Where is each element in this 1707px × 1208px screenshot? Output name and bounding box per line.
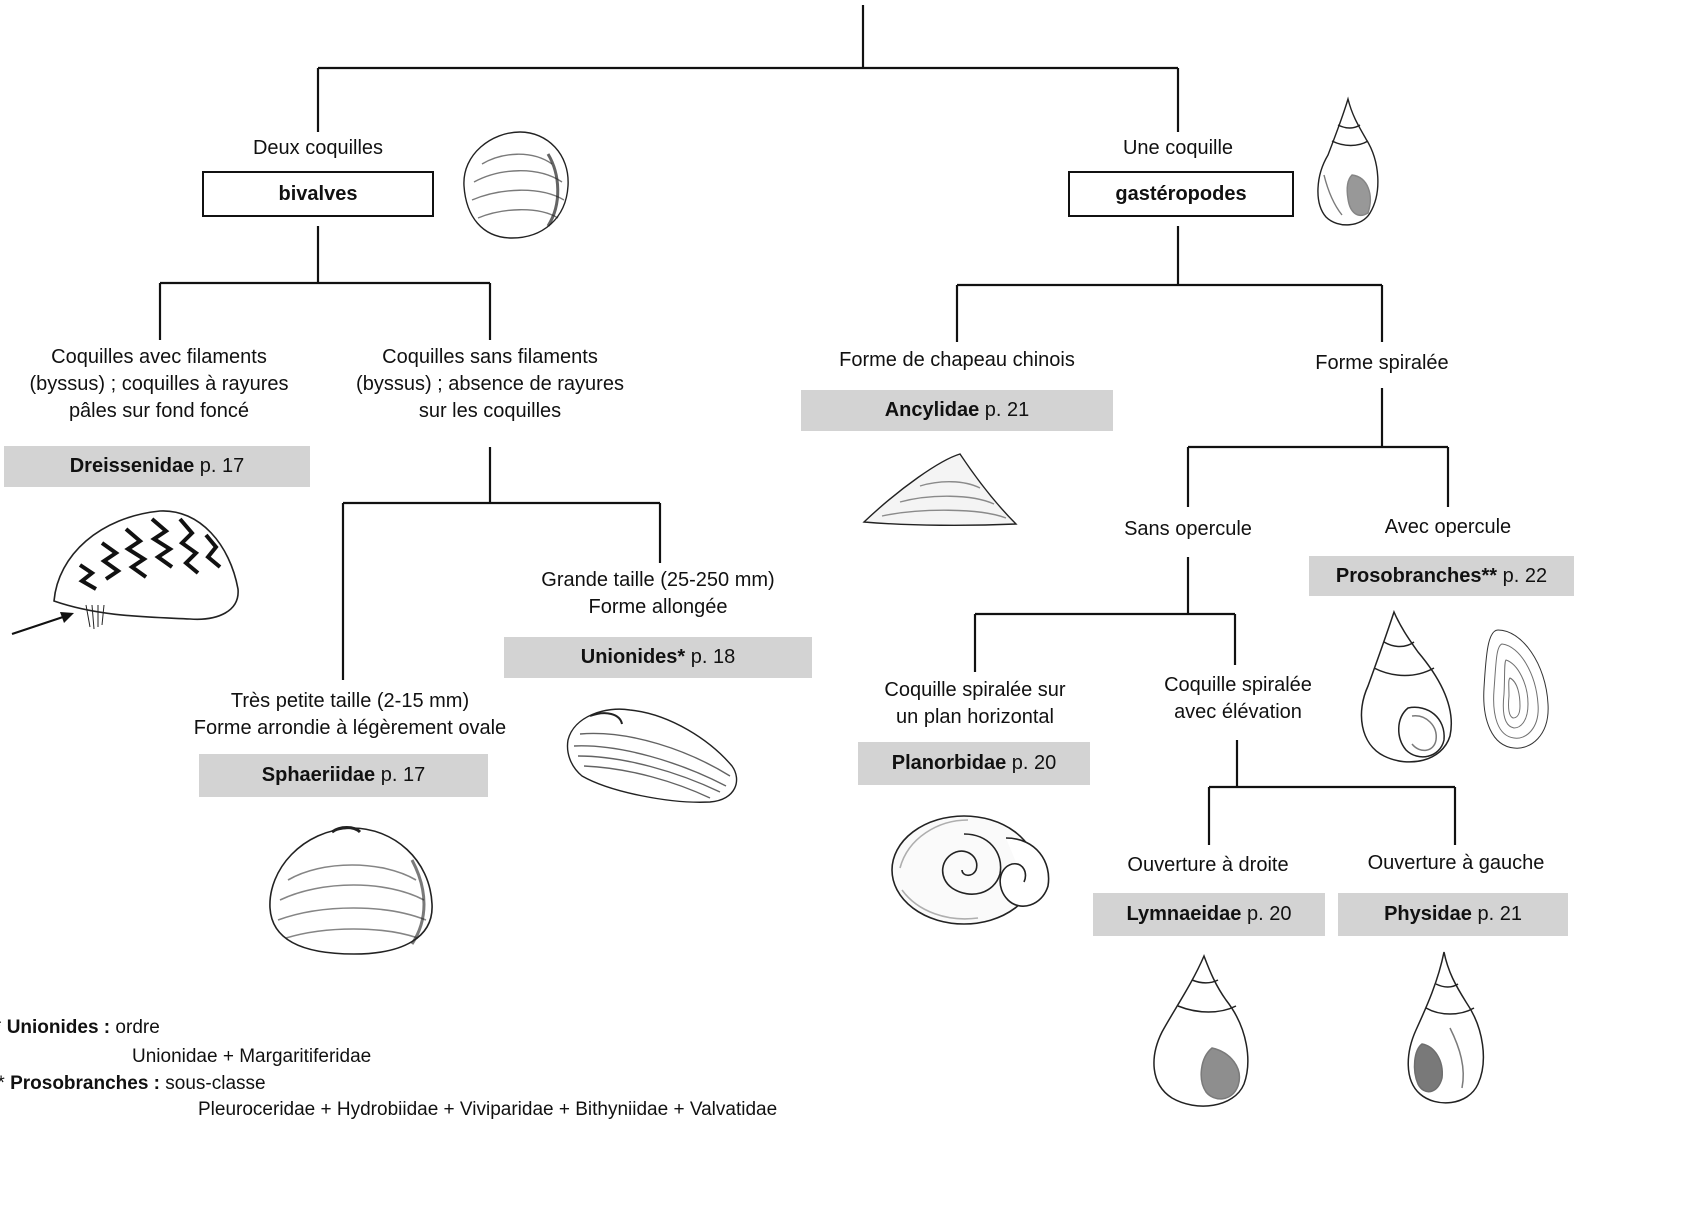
sans-filaments-line-2: (byssus) ; absence de rayures <box>356 373 624 395</box>
planorbid-shell-icon <box>888 808 1058 928</box>
family-page: p. 21 <box>984 399 1030 421</box>
lymnaeid-shell-icon <box>1148 952 1256 1114</box>
avec-filaments-line-2: (byssus) ; coquilles à rayures <box>29 373 289 395</box>
sans-filaments-line-1: Coquilles sans filaments <box>382 346 598 368</box>
family-page: p. 18 <box>690 646 736 668</box>
family-page: p. 20 <box>1011 752 1057 774</box>
avec-filaments-line-1: Coquilles avec filaments <box>51 346 267 368</box>
avec-filaments-text: Coquilles avec filaments (byssus) ; coqu… <box>0 344 318 425</box>
footnote-rank: ordre <box>115 1017 160 1038</box>
family-name: Dreissenidae <box>69 455 195 477</box>
family-name: Sphaeriidae <box>261 764 376 786</box>
byssus-arrow-icon <box>8 608 78 638</box>
physid-shell-icon <box>1400 948 1492 1110</box>
plan-horizontal-text: Coquille spiralée sur un plan horizontal <box>855 677 1095 731</box>
operculum-icon <box>1478 624 1554 754</box>
grande-taille-text: Grande taille (25-250 mm) Forme allongée <box>508 567 808 621</box>
ouverture-droite-text: Ouverture à droite <box>1127 854 1289 876</box>
family-name: Lymnaeidae <box>1126 903 1242 925</box>
tres-petite-line-1: Très petite taille (2-15 mm) <box>230 690 470 712</box>
family-ancylidae: Ancylidae p. 21 <box>801 390 1113 431</box>
tres-petite-taille-text: Très petite taille (2-15 mm) Forme arron… <box>170 688 530 742</box>
footnote-rank: sous-classe <box>165 1073 266 1094</box>
avec-opercule-text: Avec opercule <box>1384 516 1512 538</box>
family-unionides: Unionides* p. 18 <box>504 637 812 678</box>
unionid-shell-icon <box>560 700 745 810</box>
footnote-marker: ** <box>0 1073 5 1094</box>
footnote-unionides: * Unionides : ordre <box>0 1017 160 1039</box>
sans-opercule-text: Sans opercule <box>1124 518 1252 540</box>
family-page: p. 17 <box>380 764 426 786</box>
family-page: p. 22 <box>1502 564 1548 587</box>
family-sphaeriidae: Sphaeriidae p. 17 <box>199 754 488 797</box>
grande-taille-line-2: Forme allongée <box>588 596 728 618</box>
gasteropodes-question: Une coquille <box>1122 137 1234 159</box>
bivalves-question: Deux coquilles <box>252 137 384 159</box>
family-page: p. 20 <box>1246 903 1292 925</box>
tres-petite-line-2: Forme arrondie à légèrement ovale <box>193 717 507 739</box>
family-name: Ancylidae <box>884 399 980 421</box>
forme-spiralee-text: Forme spiralée <box>1315 352 1449 374</box>
footnote-marker: * <box>0 1017 1 1038</box>
family-planorbidae: Planorbidae p. 20 <box>858 742 1090 785</box>
sphaeriid-shell-icon <box>262 820 442 960</box>
elevation-line-2: avec élévation <box>1174 701 1302 723</box>
ouverture-gauche-text: Ouverture à gauche <box>1367 852 1545 874</box>
limpet-shell-icon <box>860 448 1020 528</box>
bivalves-box: bivalves <box>202 171 434 217</box>
sans-filaments-line-3: sur les coquilles <box>418 400 562 422</box>
family-page: p. 17 <box>199 455 245 477</box>
footnote-prosobranches-members: Pleuroceridae + Hydrobiidae + Viviparida… <box>198 1099 778 1120</box>
plan-horizontal-line-1: Coquille spiralée sur <box>884 679 1066 701</box>
family-page: p. 21 <box>1477 903 1522 925</box>
footnote-prosobranches: ** Prosobranches : sous-classe <box>0 1073 266 1095</box>
prosobranch-shell-icon <box>1354 608 1462 770</box>
family-name: Planorbidae <box>891 752 1007 774</box>
family-lymnaeidae: Lymnaeidae p. 20 <box>1093 893 1325 936</box>
elevation-line-1: Coquille spiralée <box>1164 674 1312 696</box>
grande-taille-line-1: Grande taille (25-250 mm) <box>541 569 775 591</box>
family-dreissenidae: Dreissenidae p. 17 <box>4 446 310 487</box>
chapeau-chinois-text: Forme de chapeau chinois <box>839 349 1075 371</box>
zebra-mussel-icon <box>50 505 245 635</box>
gasteropodes-box: gastéropodes <box>1068 171 1294 217</box>
sans-filaments-text: Coquilles sans filaments (byssus) ; abse… <box>335 344 645 425</box>
family-name: Unionides* <box>580 646 686 668</box>
footnote-term: Prosobranches : <box>10 1073 161 1094</box>
avec-filaments-line-3: pâles sur fond foncé <box>68 400 250 422</box>
plan-horizontal-line-2: un plan horizontal <box>896 706 1054 728</box>
family-name: Physidae <box>1384 903 1472 925</box>
family-physidae: Physidae p. 21 <box>1338 893 1568 936</box>
footnote-term: Unionides : <box>6 1017 111 1038</box>
family-name: Prosobranches** <box>1335 564 1498 587</box>
snail-shell-icon <box>1308 95 1383 230</box>
footnote-unionides-members: Unionidae + Margaritiferidae <box>132 1046 372 1067</box>
elevation-text: Coquille spiralée avec élévation <box>1128 672 1348 726</box>
family-prosobranches: Prosobranches** p. 22 <box>1309 556 1574 596</box>
clam-shell-icon <box>452 124 577 244</box>
